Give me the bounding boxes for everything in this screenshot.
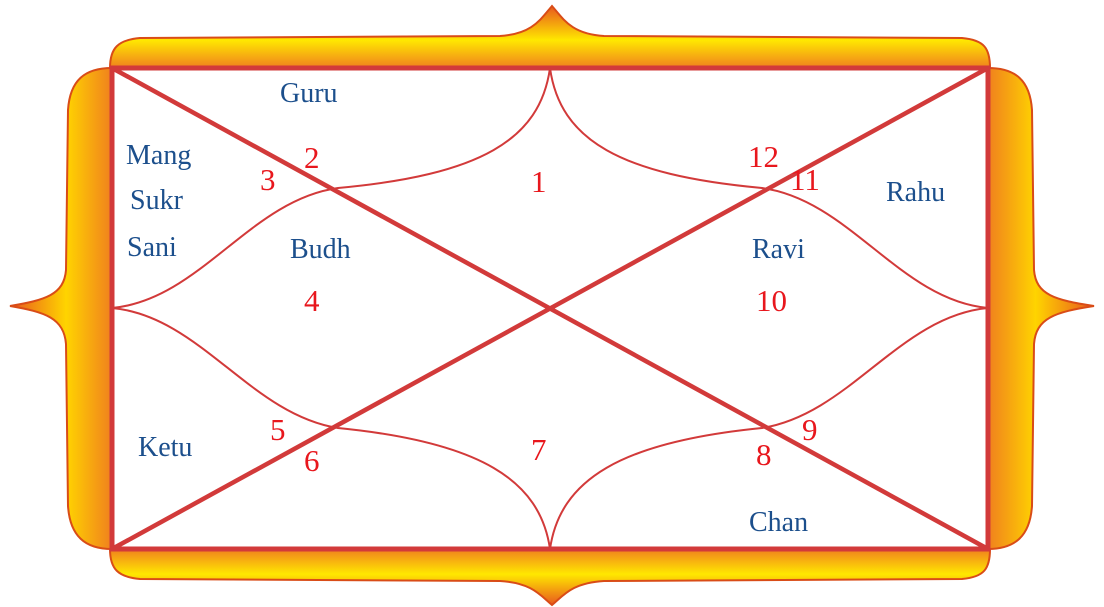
house-number-10: 10	[756, 283, 787, 318]
planet-sani: Sani	[127, 232, 177, 263]
house-number-4: 4	[304, 283, 320, 318]
house-number-9: 9	[802, 412, 818, 447]
house-number-1: 1	[531, 164, 547, 199]
planet-ketu: Ketu	[138, 432, 192, 463]
planet-budh: Budh	[290, 234, 351, 265]
planet-rahu: Rahu	[886, 177, 945, 208]
house-number-8: 8	[756, 437, 772, 472]
house-number-6: 6	[304, 443, 320, 478]
right-brace	[988, 68, 1094, 549]
house-number-7: 7	[531, 432, 547, 467]
house-number-11: 11	[790, 162, 820, 197]
house-number-3: 3	[260, 162, 276, 197]
planet-sukr: Sukr	[130, 185, 184, 216]
planet-ravi: Ravi	[752, 234, 805, 265]
top-brace	[110, 6, 990, 68]
bottom-brace	[110, 549, 990, 605]
house-number-5: 5	[270, 412, 286, 447]
planet-mang: Mang	[126, 140, 191, 171]
planet-chan: Chan	[749, 507, 808, 538]
house-number-2: 2	[304, 140, 320, 175]
house-number-12: 12	[748, 139, 779, 174]
left-brace	[10, 68, 112, 549]
planet-guru: Guru	[280, 78, 338, 109]
